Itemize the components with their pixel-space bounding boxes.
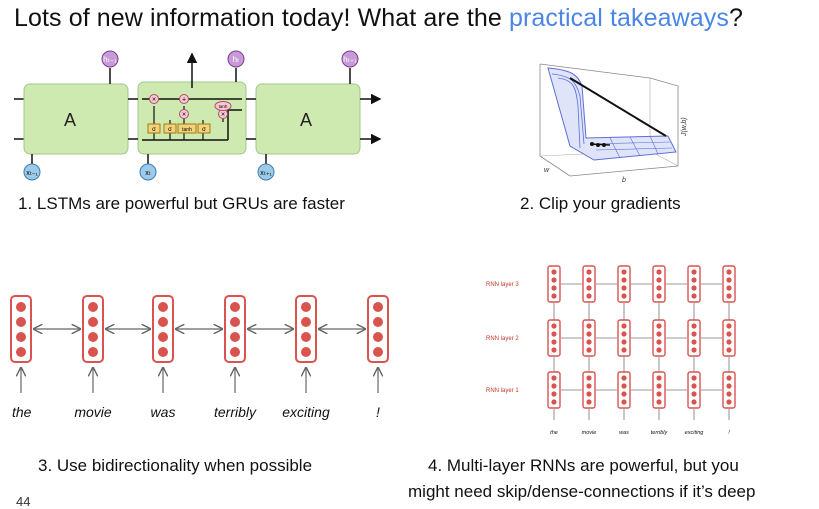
lstm-cell-left: [23, 83, 129, 155]
ml-word: was: [619, 430, 629, 436]
gradient-step-line: [569, 77, 667, 137]
ml-rnn-unit: [582, 371, 596, 409]
svg-text:×: ×: [152, 97, 156, 104]
output-node-1: hₜ₋₁: [101, 50, 119, 68]
ml-word: terribly: [651, 430, 669, 436]
caption-4-line-1: 4. Multi-layer RNNs are powerful, but yo…: [428, 456, 739, 475]
ml-rnn-unit: [652, 265, 666, 303]
input-node-1: xₜ₋₁: [23, 163, 41, 181]
title-suffix: ?: [729, 4, 744, 32]
gate-tanh: tanh: [177, 123, 197, 134]
ml-word: exciting: [685, 430, 705, 436]
svg-text:×: ×: [221, 112, 225, 119]
layer-label: RNN layer 1: [486, 388, 519, 394]
caption-2: 2. Clip your gradients: [520, 194, 681, 213]
ml-rnn-unit: [652, 371, 666, 409]
op-multiply-forget: ×: [149, 94, 159, 104]
svg-text:hₜ₋₁: hₜ₋₁: [103, 55, 117, 64]
lstm-diagram: A A σ σ tanh σ × + × × tanh hₜ₋₁ hₜ hₜ₊₁…: [14, 50, 382, 181]
svg-text:σ: σ: [202, 127, 206, 133]
cell-label-right: A: [300, 110, 312, 130]
svg-text:tanh: tanh: [182, 127, 192, 133]
svg-text:σ: σ: [168, 127, 172, 133]
multilayer-rnn-diagram: RNN layer 3 RNN layer 2 RNN layer 1 the movi…: [486, 265, 736, 436]
ml-rnn-unit: [547, 371, 561, 409]
ml-rnn-unit: [722, 265, 736, 303]
ml-rnn-unit: [652, 319, 666, 357]
gate-sigma-2: σ: [163, 123, 177, 134]
bi-word: exciting: [282, 404, 330, 420]
bi-word: movie: [74, 404, 112, 420]
ml-rnn-unit: [617, 319, 631, 357]
ml-word: movie: [582, 430, 597, 436]
op-multiply-input: ×: [179, 109, 189, 119]
bi-rnn-unit: exciting: [282, 295, 330, 420]
bi-rnn-unit: !: [367, 295, 389, 420]
gradient-surface-plot: w b J(w,b): [539, 63, 688, 184]
ml-rnn-unit: [582, 319, 596, 357]
output-node-3: hₜ₊₁: [341, 50, 359, 68]
output-node-2: hₜ: [227, 50, 245, 68]
svg-text:xₜ₊₁: xₜ₊₁: [260, 170, 272, 177]
layer-label: RNN layer 3: [486, 282, 519, 288]
ml-word: !: [728, 430, 730, 436]
ml-rnn-unit: [547, 265, 561, 303]
svg-text:xₜ: xₜ: [145, 170, 151, 177]
bi-rnn-unit: was: [151, 295, 176, 420]
ml-rnn-unit: [722, 319, 736, 357]
caption-4-line-2: might need skip/dense-connections if it’…: [408, 482, 756, 501]
title-text: Lots of new information today! What are …: [14, 4, 509, 32]
bi-rnn-unit: movie: [74, 295, 112, 420]
ml-rnn-unit: [617, 265, 631, 303]
layer-label: RNN layer 2: [486, 336, 519, 342]
ml-rnn-unit: [722, 371, 736, 409]
gate-sigma-1: σ: [147, 123, 161, 134]
cell-label-left: A: [64, 110, 76, 130]
ml-rnn-unit: [582, 265, 596, 303]
input-node-2: xₜ: [139, 163, 157, 181]
ml-rnn-unit: [687, 265, 701, 303]
svg-text:+: +: [182, 97, 186, 104]
ml-rnn-unit: [687, 319, 701, 357]
ml-rnn-unit: [617, 371, 631, 409]
slide-title: Lots of new information today! What are …: [14, 4, 743, 33]
op-tanh: tanh: [214, 101, 232, 111]
bi-word: was: [151, 404, 176, 420]
bi-rnn-unit: terribly: [214, 295, 257, 420]
axis-label-w: w: [544, 167, 550, 174]
svg-text:hₜ₊₁: hₜ₊₁: [343, 55, 357, 64]
lstm-cell-right: [255, 83, 361, 155]
svg-text:×: ×: [182, 112, 186, 119]
ml-rnn-unit: [547, 319, 561, 357]
caption-3: 3. Use bidirectionality when possible: [38, 456, 313, 475]
ml-word: the: [550, 430, 558, 436]
svg-text:hₜ: hₜ: [233, 55, 240, 64]
page-number: 44: [16, 494, 31, 509]
caption-1: 1. LSTMs are powerful but GRUs are faste…: [18, 194, 345, 213]
svg-text:xₜ₋₁: xₜ₋₁: [26, 170, 38, 177]
title-highlight: practical takeaways: [508, 4, 730, 32]
bidirectional-rnn-diagram: the movie was terribly exciting!: [10, 295, 389, 420]
axis-label-b: b: [622, 177, 626, 184]
op-add: +: [179, 94, 189, 104]
svg-text:tanh: tanh: [219, 104, 228, 109]
input-node-3: xₜ₊₁: [257, 163, 275, 181]
axis-label-j: J(w,b): [681, 117, 688, 137]
bi-word: the: [12, 404, 32, 420]
bi-rnn-unit: the: [10, 295, 32, 420]
svg-text:σ: σ: [152, 127, 156, 133]
ml-rnn-unit: [687, 371, 701, 409]
bi-word: !: [376, 404, 380, 420]
gate-sigma-3: σ: [197, 123, 211, 134]
bi-word: terribly: [214, 404, 257, 420]
